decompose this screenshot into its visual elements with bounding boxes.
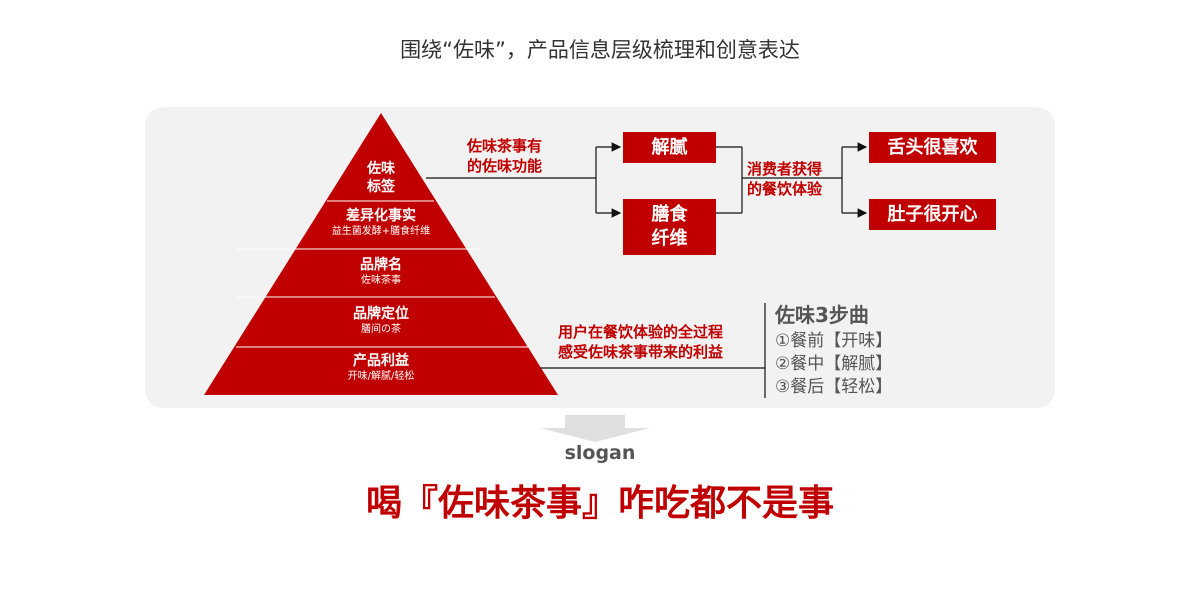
- result-box-1: 舌头很喜欢: [869, 132, 996, 163]
- pyramid-layer-2: 差异化事实益生菌发酵+膳食纤维: [281, 207, 481, 239]
- pyramid-layer-5: 产品利益开味/解腻/轻松: [281, 352, 481, 384]
- step-item: ①餐前【开味】: [775, 331, 893, 351]
- layer-title: 标签: [367, 179, 395, 195]
- step-item: ③餐后【轻松】: [775, 377, 893, 397]
- function-label: 佐味茶事有的佐味功能: [467, 137, 543, 175]
- layer-title: 产品利益: [353, 353, 409, 369]
- down-arrow-icon: [540, 415, 650, 442]
- slogan-label: slogan: [564, 442, 636, 464]
- layer-title: 佐味: [367, 161, 395, 177]
- layer-subtitle: 佐味茶事: [361, 275, 401, 286]
- layer-title: 品牌定位: [353, 306, 409, 322]
- pyramid-shape: [204, 113, 558, 395]
- steps-list: ①餐前【开味】 ②餐中【解腻】 ③餐后【轻松】: [775, 330, 892, 399]
- slogan-text: 喝『佐味茶事』咋吃都不是事: [365, 483, 834, 524]
- layer-title: 品牌名: [360, 257, 402, 273]
- function-box-1: 解腻: [623, 132, 716, 163]
- step-item: ②餐中【解腻】: [775, 354, 893, 374]
- pyramid-layer-1: 佐味标签: [281, 160, 481, 196]
- steps-title: 佐味3步曲: [775, 303, 869, 327]
- pyramid-layer-3: 品牌名佐味茶事: [281, 256, 481, 288]
- layer-subtitle: 开味/解腻/轻松: [347, 371, 415, 382]
- pyramid-layer-4: 品牌定位膳间の茶: [281, 305, 481, 337]
- function-box-2: 膳食纤维: [623, 199, 716, 255]
- layer-subtitle: 膳间の茶: [361, 324, 401, 335]
- layer-title: 差异化事实: [346, 208, 416, 224]
- result-box-2: 肚子很开心: [869, 199, 996, 230]
- layer-subtitle: 益生菌发酵+膳食纤维: [331, 226, 431, 237]
- experience-label: 消费者获得的餐饮体验: [747, 160, 823, 198]
- benefit-label: 用户在餐饮体验的全过程感受佐味茶事带来的利益: [558, 323, 724, 361]
- page-title: 围绕“佐味”，产品信息层级梳理和创意表达: [400, 38, 800, 62]
